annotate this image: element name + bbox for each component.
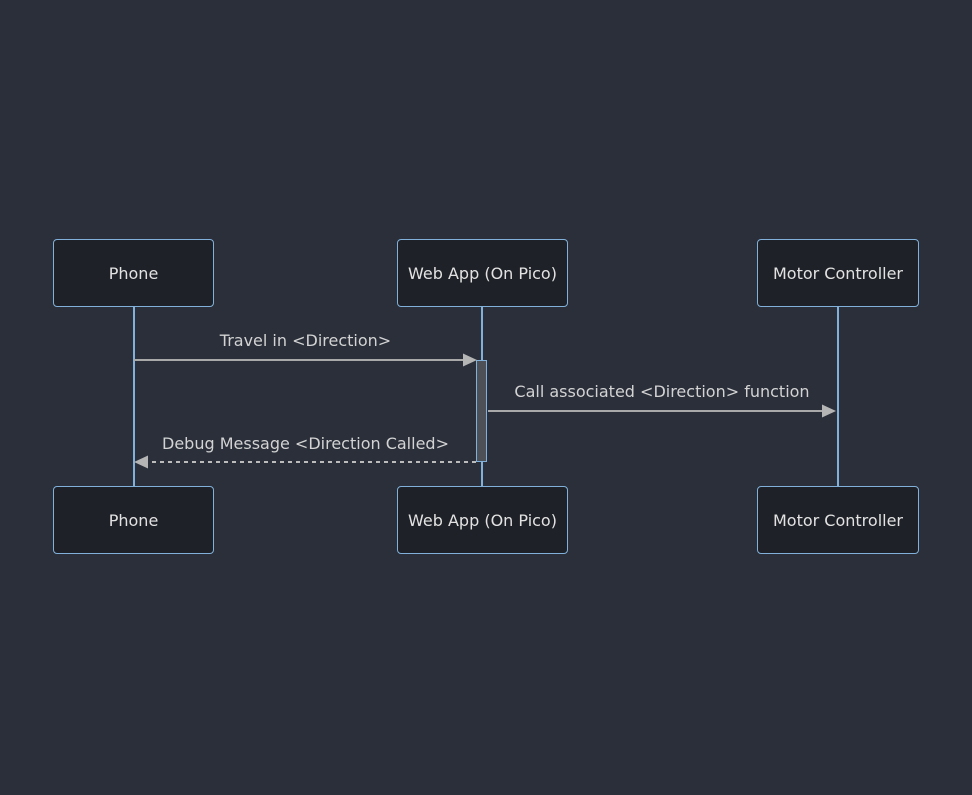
message-3-arrowhead bbox=[134, 455, 148, 469]
actor-label: Motor Controller bbox=[772, 510, 904, 530]
actor-bottom-phone: Phone bbox=[53, 486, 214, 554]
actor-bottom-motor: Motor Controller bbox=[757, 486, 919, 554]
lifeline-phone bbox=[133, 307, 135, 486]
message-1-label: Travel in <Direction> bbox=[219, 331, 392, 350]
message-2-arrowhead bbox=[822, 404, 836, 418]
actor-top-webapp: Web App (On Pico) bbox=[397, 239, 568, 307]
actor-bottom-webapp: Web App (On Pico) bbox=[397, 486, 568, 554]
actor-top-motor: Motor Controller bbox=[757, 239, 919, 307]
message-3-label: Debug Message <Direction Called> bbox=[162, 434, 449, 453]
activation-bar-webapp bbox=[476, 360, 487, 462]
actor-label: Web App (On Pico) bbox=[408, 510, 557, 530]
actor-label: Motor Controller bbox=[772, 263, 904, 283]
lifeline-motor bbox=[837, 307, 839, 486]
message-1-arrowhead bbox=[463, 353, 477, 367]
actor-label: Web App (On Pico) bbox=[408, 263, 557, 283]
message-2-label: Call associated <Direction> function bbox=[514, 382, 810, 401]
actor-top-phone: Phone bbox=[53, 239, 214, 307]
actor-label: Phone bbox=[108, 510, 159, 530]
actor-label: Phone bbox=[108, 263, 159, 283]
